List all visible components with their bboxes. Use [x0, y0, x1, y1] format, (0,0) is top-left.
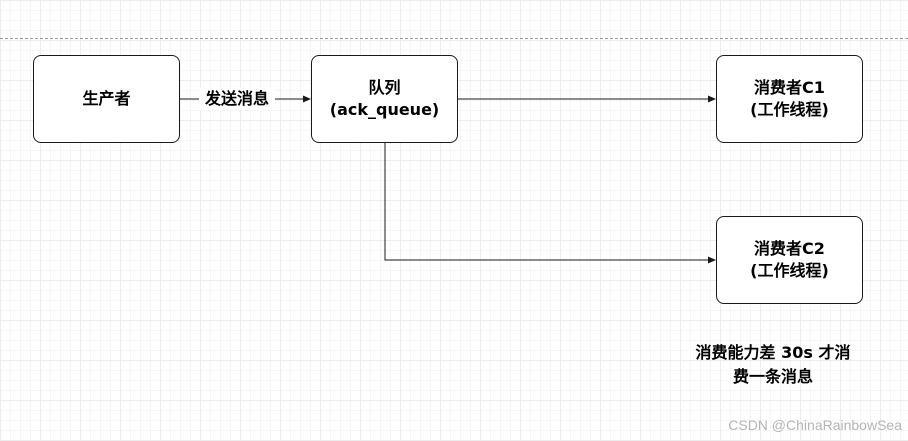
queue-label-line1: 队列 — [368, 78, 401, 97]
producer-node[interactable]: 生产者 — [33, 55, 180, 143]
producer-label: 生产者 — [82, 89, 131, 108]
watermark: CSDN @ChinaRainbowSea — [728, 417, 902, 433]
consumer2-note: 消费能力差 30s 才消 费一条消息 — [683, 341, 863, 389]
dashed-separator — [0, 38, 908, 39]
consumer2-label-line1: 消费者C2 — [754, 239, 825, 258]
consumer1-label-line2: (工作线程) — [750, 100, 829, 119]
consumer2-node[interactable]: 消费者C2 (工作线程) — [716, 216, 863, 304]
consumer1-node[interactable]: 消费者C1 (工作线程) — [716, 55, 863, 143]
note-line2: 费一条消息 — [732, 367, 813, 386]
queue-label-line2: (ack_queue) — [329, 100, 440, 119]
consumer1-label-line1: 消费者C1 — [754, 78, 825, 97]
edge-queue-to-consumer2 — [384, 143, 716, 264]
consumer2-label-line2: (工作线程) — [750, 261, 829, 280]
note-line1: 消费能力差 30s 才消 — [695, 343, 851, 362]
edge-label-send: 发送消息 — [199, 88, 276, 110]
queue-node[interactable]: 队列 (ack_queue) — [311, 55, 458, 143]
